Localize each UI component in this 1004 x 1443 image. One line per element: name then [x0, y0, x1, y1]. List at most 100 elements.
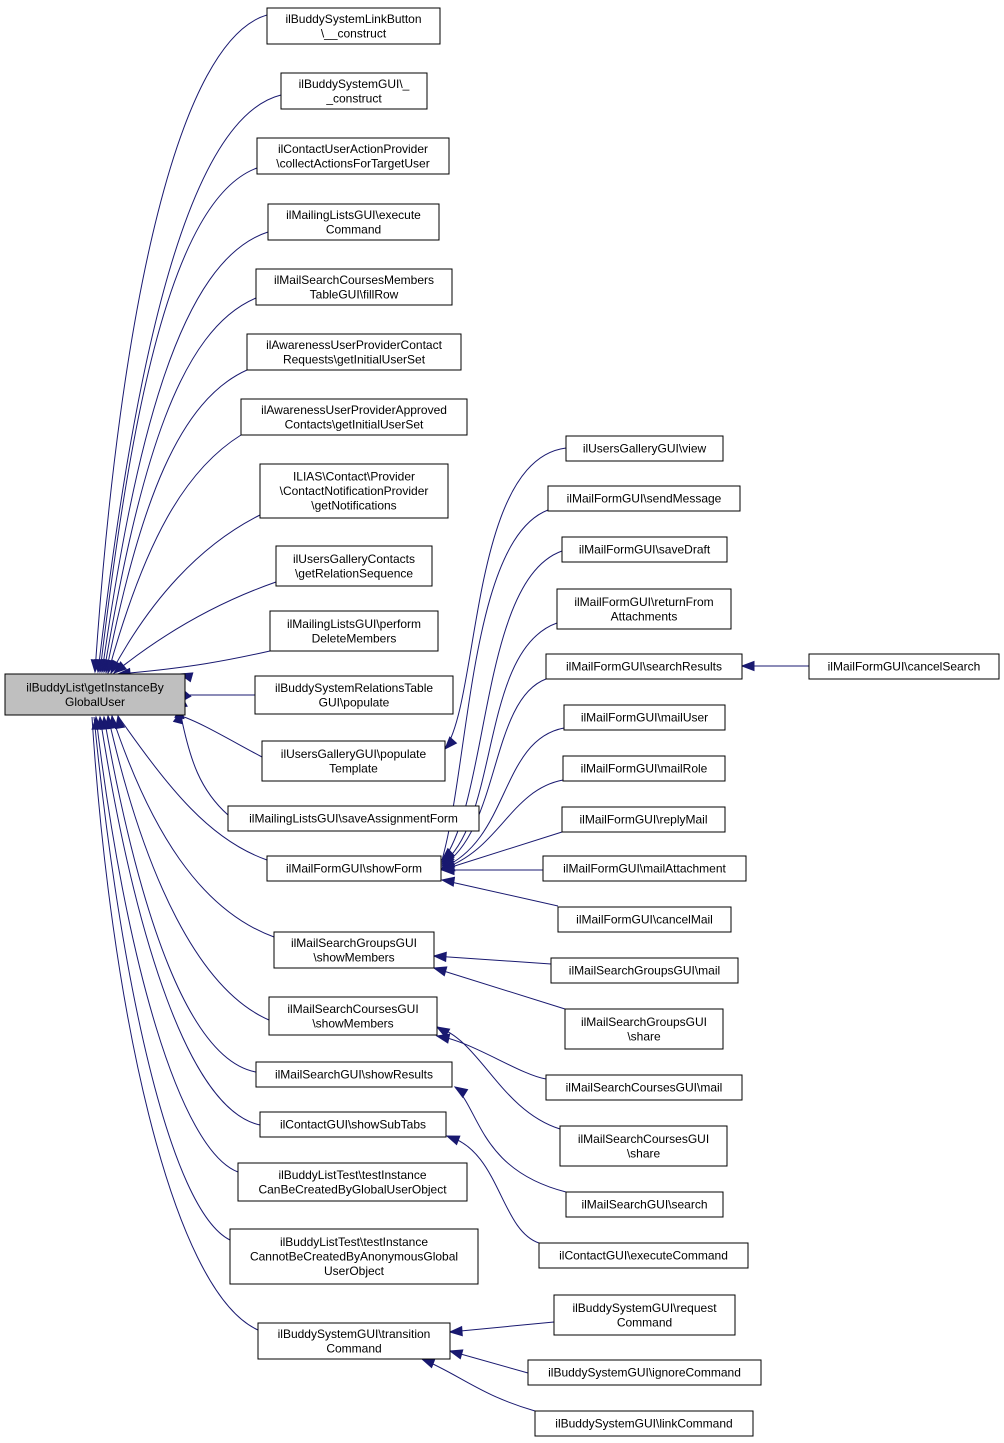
- graph-node[interactable]: ilMailFormGUI\cancelSearch: [808, 653, 1000, 680]
- node-label-line: ilMailSearchCoursesGUI: [287, 1002, 418, 1016]
- edge-line: [111, 715, 275, 938]
- graph-node[interactable]: ilBuddySystemLinkButton\__construct: [266, 7, 441, 45]
- graph-node[interactable]: ilBuddySystemGUI\ignoreCommand: [527, 1359, 762, 1386]
- graph-node[interactable]: ilMailFormGUI\replyMail: [561, 806, 726, 833]
- edge-line: [421, 1358, 536, 1412]
- arrowhead-icon: [420, 1358, 436, 1369]
- graph-node[interactable]: ilMailSearchGroupsGUI\showMembers: [273, 931, 435, 969]
- node-label-line: GUI\populate: [319, 695, 390, 709]
- edge-m16-to-n18: [445, 1135, 540, 1244]
- node-label-line: CanBeCreatedByGlobalUserObject: [258, 1182, 447, 1196]
- node-box: [561, 536, 728, 563]
- node-label-line: \collectActionsForTargetUser: [276, 156, 429, 170]
- edge-m19-to-n21: [420, 1358, 536, 1412]
- node-box: [240, 398, 468, 436]
- node-box: [563, 704, 726, 731]
- node-label-line: ilBuddySystemRelationsTable: [275, 681, 433, 695]
- graph-node[interactable]: ilMailSearchGUI\showResults: [255, 1061, 453, 1088]
- node-box: [237, 1162, 468, 1202]
- node-label-line: ilMailSearchCoursesMembers: [274, 273, 434, 287]
- graph-node[interactable]: ilMailFormGUI\searchResults: [545, 653, 743, 680]
- graph-node[interactable]: ilMailingListsGUI\saveAssignmentForm: [227, 805, 480, 832]
- graph-node[interactable]: ilMailFormGUI\mailAttachment: [542, 855, 747, 882]
- edge-line: [101, 231, 269, 673]
- node-label-line: ilContactUserActionProvider: [278, 142, 428, 156]
- graph-node[interactable]: ilMailSearchCoursesGUI\showMembers: [268, 996, 438, 1036]
- graph-node[interactable]: ilMailFormGUI\sendMessage: [547, 485, 741, 512]
- node-label-line: ilContactGUI\showSubTabs: [280, 1118, 426, 1132]
- graph-node[interactable]: ilMailSearchCoursesMembersTableGUI\fillR…: [255, 268, 453, 306]
- node-label-line: ilBuddyListTest\testInstance: [280, 1235, 428, 1249]
- graph-node[interactable]: ilUsersGalleryGUI\view: [565, 435, 724, 462]
- edge-line: [103, 297, 257, 673]
- graph-node[interactable]: ilMailSearchGroupsGUI\mail: [550, 957, 739, 984]
- node-label-line: ILIAS\Contact\Provider: [293, 470, 415, 484]
- graph-node[interactable]: ilContactUserActionProvider\collectActio…: [256, 137, 450, 175]
- graph-node[interactable]: ilBuddySystemGUI\__construct: [280, 72, 428, 110]
- edge-line: [117, 650, 271, 675]
- node-label-line: ilMailSearchGUI\showResults: [275, 1068, 433, 1082]
- graph-node[interactable]: ilMailFormGUI\showForm: [266, 855, 442, 882]
- node-label-line: Command: [326, 222, 381, 236]
- edge-m10-to-n14: [440, 876, 559, 907]
- edge-n14-to-root: [117, 704, 268, 861]
- node-label-line: ilMailFormGUI\replyMail: [579, 813, 707, 827]
- node-box: [259, 1111, 447, 1138]
- edge-n16-to-root: [107, 714, 270, 1021]
- arrowhead-icon: [432, 951, 447, 963]
- edge-n12-to-root: [180, 686, 263, 758]
- arrowhead-icon: [740, 660, 755, 672]
- graph-node[interactable]: ilBuddySystemGUI\linkCommand: [534, 1410, 754, 1437]
- edge-line: [107, 434, 242, 674]
- arrowhead-icon: [453, 1086, 469, 1099]
- arrowhead-icon: [440, 864, 455, 876]
- graph-node[interactable]: ilMailSearchCoursesGUI\mail: [545, 1074, 743, 1101]
- edge-c1-to-m5: [740, 660, 809, 672]
- edge-line: [113, 581, 277, 674]
- edge-line: [433, 967, 566, 1010]
- edge-m13-to-n16: [435, 1033, 547, 1080]
- edge-line: [433, 955, 552, 965]
- node-label-line: ilMailingListsGUI\execute: [286, 208, 421, 222]
- graph-node[interactable]: ilMailFormGUI\cancelMail: [557, 906, 732, 933]
- edge-n21-to-root: [91, 715, 259, 1331]
- node-label-line: \share: [627, 1146, 661, 1160]
- graph-node[interactable]: ilMailFormGUI\saveDraft: [561, 536, 728, 563]
- node-box: [545, 1074, 743, 1101]
- graph-node[interactable]: ilAwarenessUserProviderApprovedContacts\…: [240, 398, 468, 436]
- arrowhead-icon: [114, 714, 126, 730]
- graph-node[interactable]: ilContactGUI\executeCommand: [538, 1242, 749, 1269]
- edge-m6-to-n14: [440, 727, 565, 869]
- edge-m18-to-n21: [448, 1349, 529, 1374]
- graph-node[interactable]: ilMailSearchCoursesGUI\share: [559, 1125, 728, 1167]
- graph-node[interactable]: ilBuddyListTest\testInstanceCannotBeCrea…: [229, 1228, 479, 1285]
- arrowhead-icon: [445, 1135, 461, 1146]
- node-box: [269, 610, 439, 652]
- graph-node[interactable]: ilContactGUI\showSubTabs: [259, 1111, 447, 1138]
- node-box: [542, 855, 747, 882]
- graph-node[interactable]: ilAwarenessUserProviderContactRequests\g…: [246, 333, 462, 371]
- graph-node[interactable]: ilBuddyListTest\testInstanceCanBeCreated…: [237, 1162, 468, 1202]
- graph-node[interactable]: ilMailFormGUI\mailRole: [562, 755, 726, 782]
- node-label-line: ilMailFormGUI\mailUser: [581, 711, 708, 725]
- graph-node[interactable]: ILIAS\Contact\Provider\ContactNotificati…: [259, 463, 449, 519]
- graph-node[interactable]: ilUsersGalleryContacts\getRelationSequen…: [275, 545, 433, 587]
- edge-line: [180, 715, 229, 816]
- node-box: [273, 931, 435, 969]
- node-label-line: Contacts\getInitialUserSet: [285, 417, 424, 431]
- graph-node[interactable]: ilMailFormGUI\mailUser: [563, 704, 726, 731]
- graph-node[interactable]: ilMailingListsGUI\executeCommand: [267, 203, 440, 241]
- edge-line: [441, 678, 547, 867]
- node-label-line: ilBuddySystemGUI\_: [299, 77, 410, 91]
- node-label-line: ilMailSearchCoursesGUI\mail: [566, 1081, 723, 1095]
- node-label-line: Command: [617, 1315, 672, 1329]
- graph-node[interactable]: ilMailSearchGroupsGUI\share: [564, 1008, 724, 1050]
- graph-node[interactable]: ilMailSearchGUI\search: [565, 1191, 724, 1218]
